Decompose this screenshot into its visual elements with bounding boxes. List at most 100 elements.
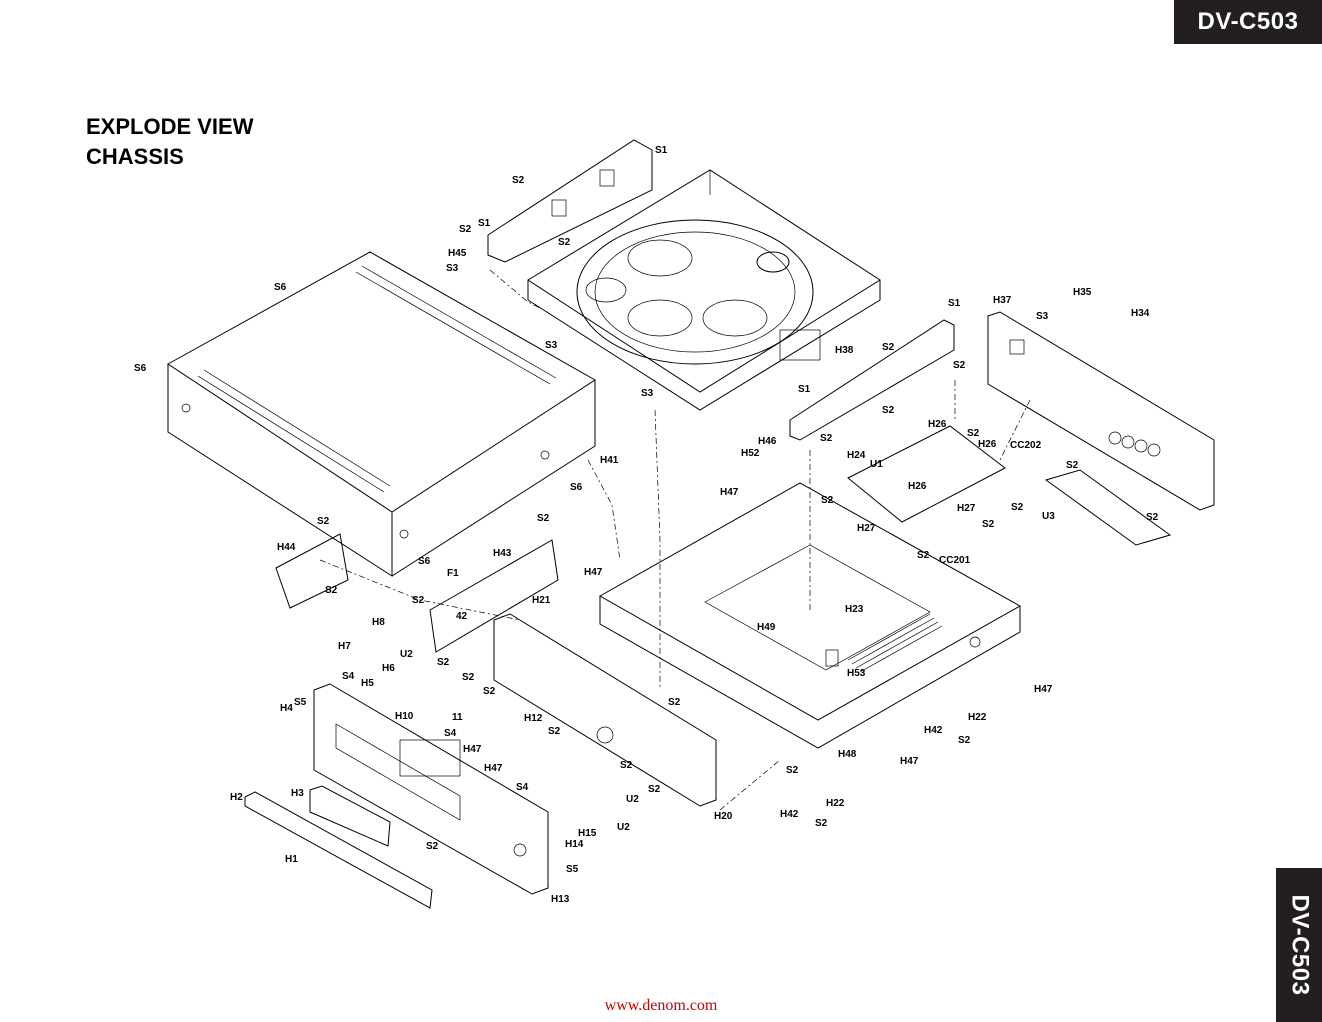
top-cover	[167, 251, 596, 577]
part-label: S6	[418, 556, 431, 567]
part-labels: S1 S2 S2 S1 S2 H45 S3 S3 S6 S6 S3 H41 S6…	[134, 145, 1159, 905]
part-label: H37	[993, 295, 1012, 306]
part-label: S3	[1036, 311, 1049, 322]
part-label: S2	[982, 519, 995, 530]
part-label: U3	[1042, 511, 1055, 522]
part-label: S3	[446, 263, 459, 274]
side-model-tab: DV-C503	[1276, 868, 1322, 1022]
part-label: H22	[826, 798, 845, 809]
part-label: S2	[325, 585, 338, 596]
part-label: H47	[900, 756, 919, 767]
part-label: H47	[584, 567, 603, 578]
part-label: H43	[493, 548, 512, 559]
part-label: H5	[361, 678, 374, 689]
part-label: 42	[456, 611, 468, 622]
part-label: H35	[1073, 287, 1092, 298]
part-label: S2	[1066, 460, 1079, 471]
part-label: H22	[968, 712, 987, 723]
part-label: H26	[928, 419, 947, 430]
door-panels	[244, 785, 433, 909]
part-label: H2	[230, 792, 243, 803]
part-label: H10	[395, 711, 414, 722]
part-label: H14	[565, 839, 584, 850]
part-label: S2	[558, 237, 571, 248]
part-label: H34	[1131, 308, 1150, 319]
part-label: H52	[741, 448, 760, 459]
part-label: H26	[908, 481, 927, 492]
part-label: S2	[548, 726, 561, 737]
front-bracket	[493, 613, 717, 807]
part-label: U2	[617, 822, 630, 833]
part-label: H13	[551, 894, 570, 905]
part-label: S3	[641, 388, 654, 399]
front-panel	[313, 683, 549, 895]
part-label: 11	[452, 712, 463, 723]
part-label: H53	[847, 668, 866, 679]
part-label: H44	[277, 542, 296, 553]
main-chassis	[598, 482, 1022, 749]
disc-loader	[527, 169, 881, 411]
part-label: H38	[835, 345, 854, 356]
part-label: S2	[820, 433, 833, 444]
part-label: H23	[845, 604, 864, 615]
part-label: H27	[857, 523, 876, 534]
part-label: H20	[714, 811, 733, 822]
part-label: S2	[668, 697, 681, 708]
part-label: S2	[426, 841, 439, 852]
rear-bracket-top	[487, 139, 653, 263]
part-label: CC201	[939, 555, 971, 566]
part-label: H6	[382, 663, 395, 674]
part-label: H12	[524, 713, 543, 724]
part-label: S1	[478, 218, 491, 229]
part-label: S6	[570, 482, 583, 493]
part-label: S2	[821, 495, 834, 506]
part-label: S4	[516, 782, 529, 793]
part-label: S2	[537, 513, 550, 524]
part-label: F1	[447, 568, 459, 579]
part-label: S4	[342, 671, 355, 682]
part-label: H42	[924, 725, 943, 736]
part-label: S2	[815, 818, 828, 829]
part-label: S1	[948, 298, 961, 309]
part-label: S2	[462, 672, 475, 683]
part-label: S2	[953, 360, 966, 371]
rear-panel	[987, 311, 1215, 511]
part-label: S2	[437, 657, 450, 668]
part-label: H47	[484, 763, 503, 774]
part-label: S1	[798, 384, 811, 395]
part-label: H1	[285, 854, 298, 865]
part-label: U2	[400, 649, 413, 660]
part-label: S6	[134, 363, 147, 374]
part-label: S2	[786, 765, 799, 776]
model-tab: DV-C503	[1174, 0, 1322, 44]
part-label: S2	[917, 550, 930, 561]
part-label: H24	[847, 450, 866, 461]
page-subtitle: CHASSIS	[86, 144, 184, 169]
part-label: S2	[317, 516, 330, 527]
part-label: H47	[720, 487, 739, 498]
part-label: S2	[483, 686, 496, 697]
part-label: H45	[448, 248, 467, 259]
part-label: H8	[372, 617, 385, 628]
part-label: S5	[566, 864, 579, 875]
part-label: S2	[882, 342, 895, 353]
model-name: DV-C503	[1197, 8, 1299, 35]
part-label: S2	[967, 428, 980, 439]
part-label: H7	[338, 641, 351, 652]
part-label: S2	[882, 405, 895, 416]
part-label: S2	[1011, 502, 1024, 513]
part-label: H46	[758, 436, 777, 447]
part-label: CC202	[1010, 440, 1042, 451]
part-label: H49	[757, 622, 776, 633]
part-label: H27	[957, 503, 976, 514]
part-label: S4	[444, 728, 457, 739]
part-label: S2	[958, 735, 971, 746]
part-label: S6	[274, 282, 287, 293]
part-label: S2	[648, 784, 661, 795]
part-label: H26	[978, 439, 997, 450]
part-label: S2	[512, 175, 525, 186]
part-label: H48	[838, 749, 857, 760]
circuit-boards	[275, 425, 1172, 653]
part-label: S5	[294, 697, 307, 708]
